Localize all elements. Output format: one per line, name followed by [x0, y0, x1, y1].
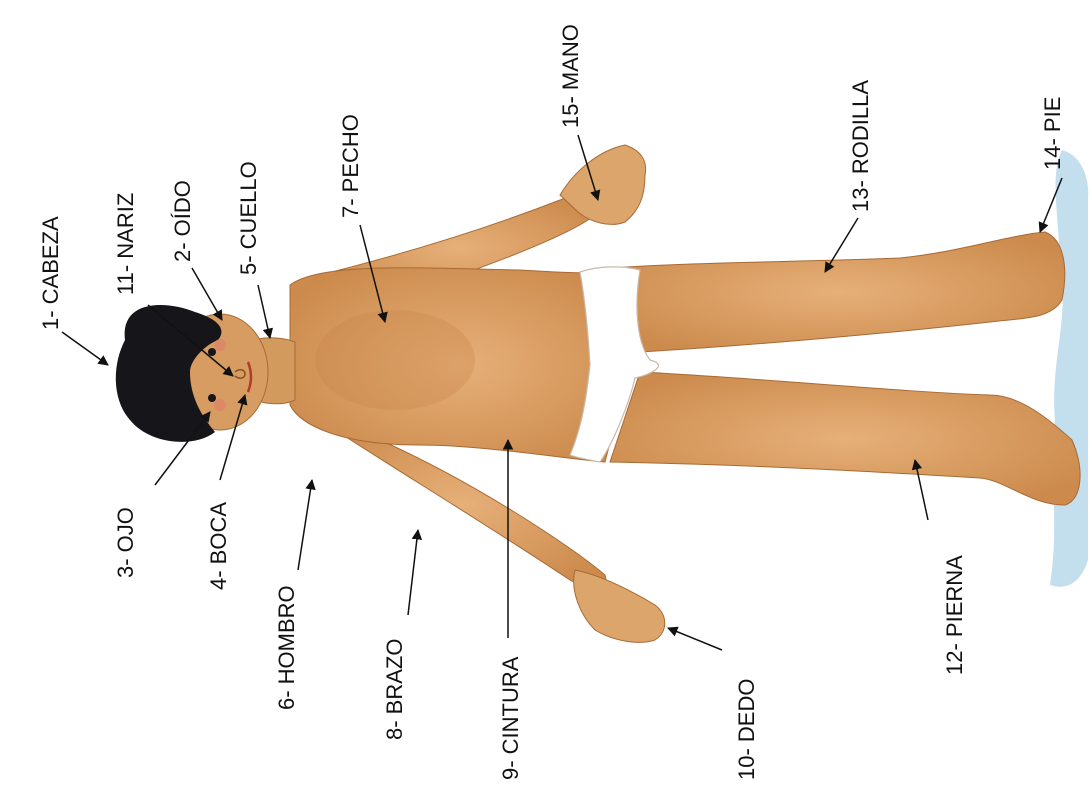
- label-oido: 2- OÍDO: [170, 180, 195, 262]
- legs: [610, 232, 1080, 505]
- arrow-cabeza: [62, 332, 108, 365]
- label-cintura: 9- CINTURA: [498, 656, 523, 780]
- arrow-brazo: [408, 530, 418, 615]
- label-nariz: 11- NARIZ: [113, 193, 138, 295]
- label-cuello: 5- CUELLO: [236, 161, 261, 275]
- label-dedo: 10- DEDO: [734, 679, 759, 780]
- label-rodilla: 13- RODILLA: [848, 80, 873, 212]
- label-mano: 15- MANO: [558, 24, 583, 128]
- head: [116, 305, 268, 442]
- arrow-oido: [192, 268, 222, 320]
- label-pie: 14- PIE: [1040, 97, 1065, 170]
- label-pecho: 7- PECHO: [338, 114, 363, 218]
- label-hombro: 6- HOMBRO: [274, 585, 299, 710]
- label-boca: 4- BOCA: [206, 502, 231, 590]
- hand-lower: [574, 570, 665, 642]
- water-patch: [1050, 150, 1088, 587]
- label-ojo: 3- OJO: [113, 507, 138, 578]
- arrow-hombro: [298, 480, 312, 570]
- label-cabeza: 1- CABEZA: [38, 216, 63, 330]
- label-brazo: 8- BRAZO: [382, 639, 407, 740]
- label-pierna: 12- PIERNA: [942, 555, 967, 675]
- arrow-cuello: [258, 285, 270, 338]
- arrow-dedo: [668, 628, 722, 650]
